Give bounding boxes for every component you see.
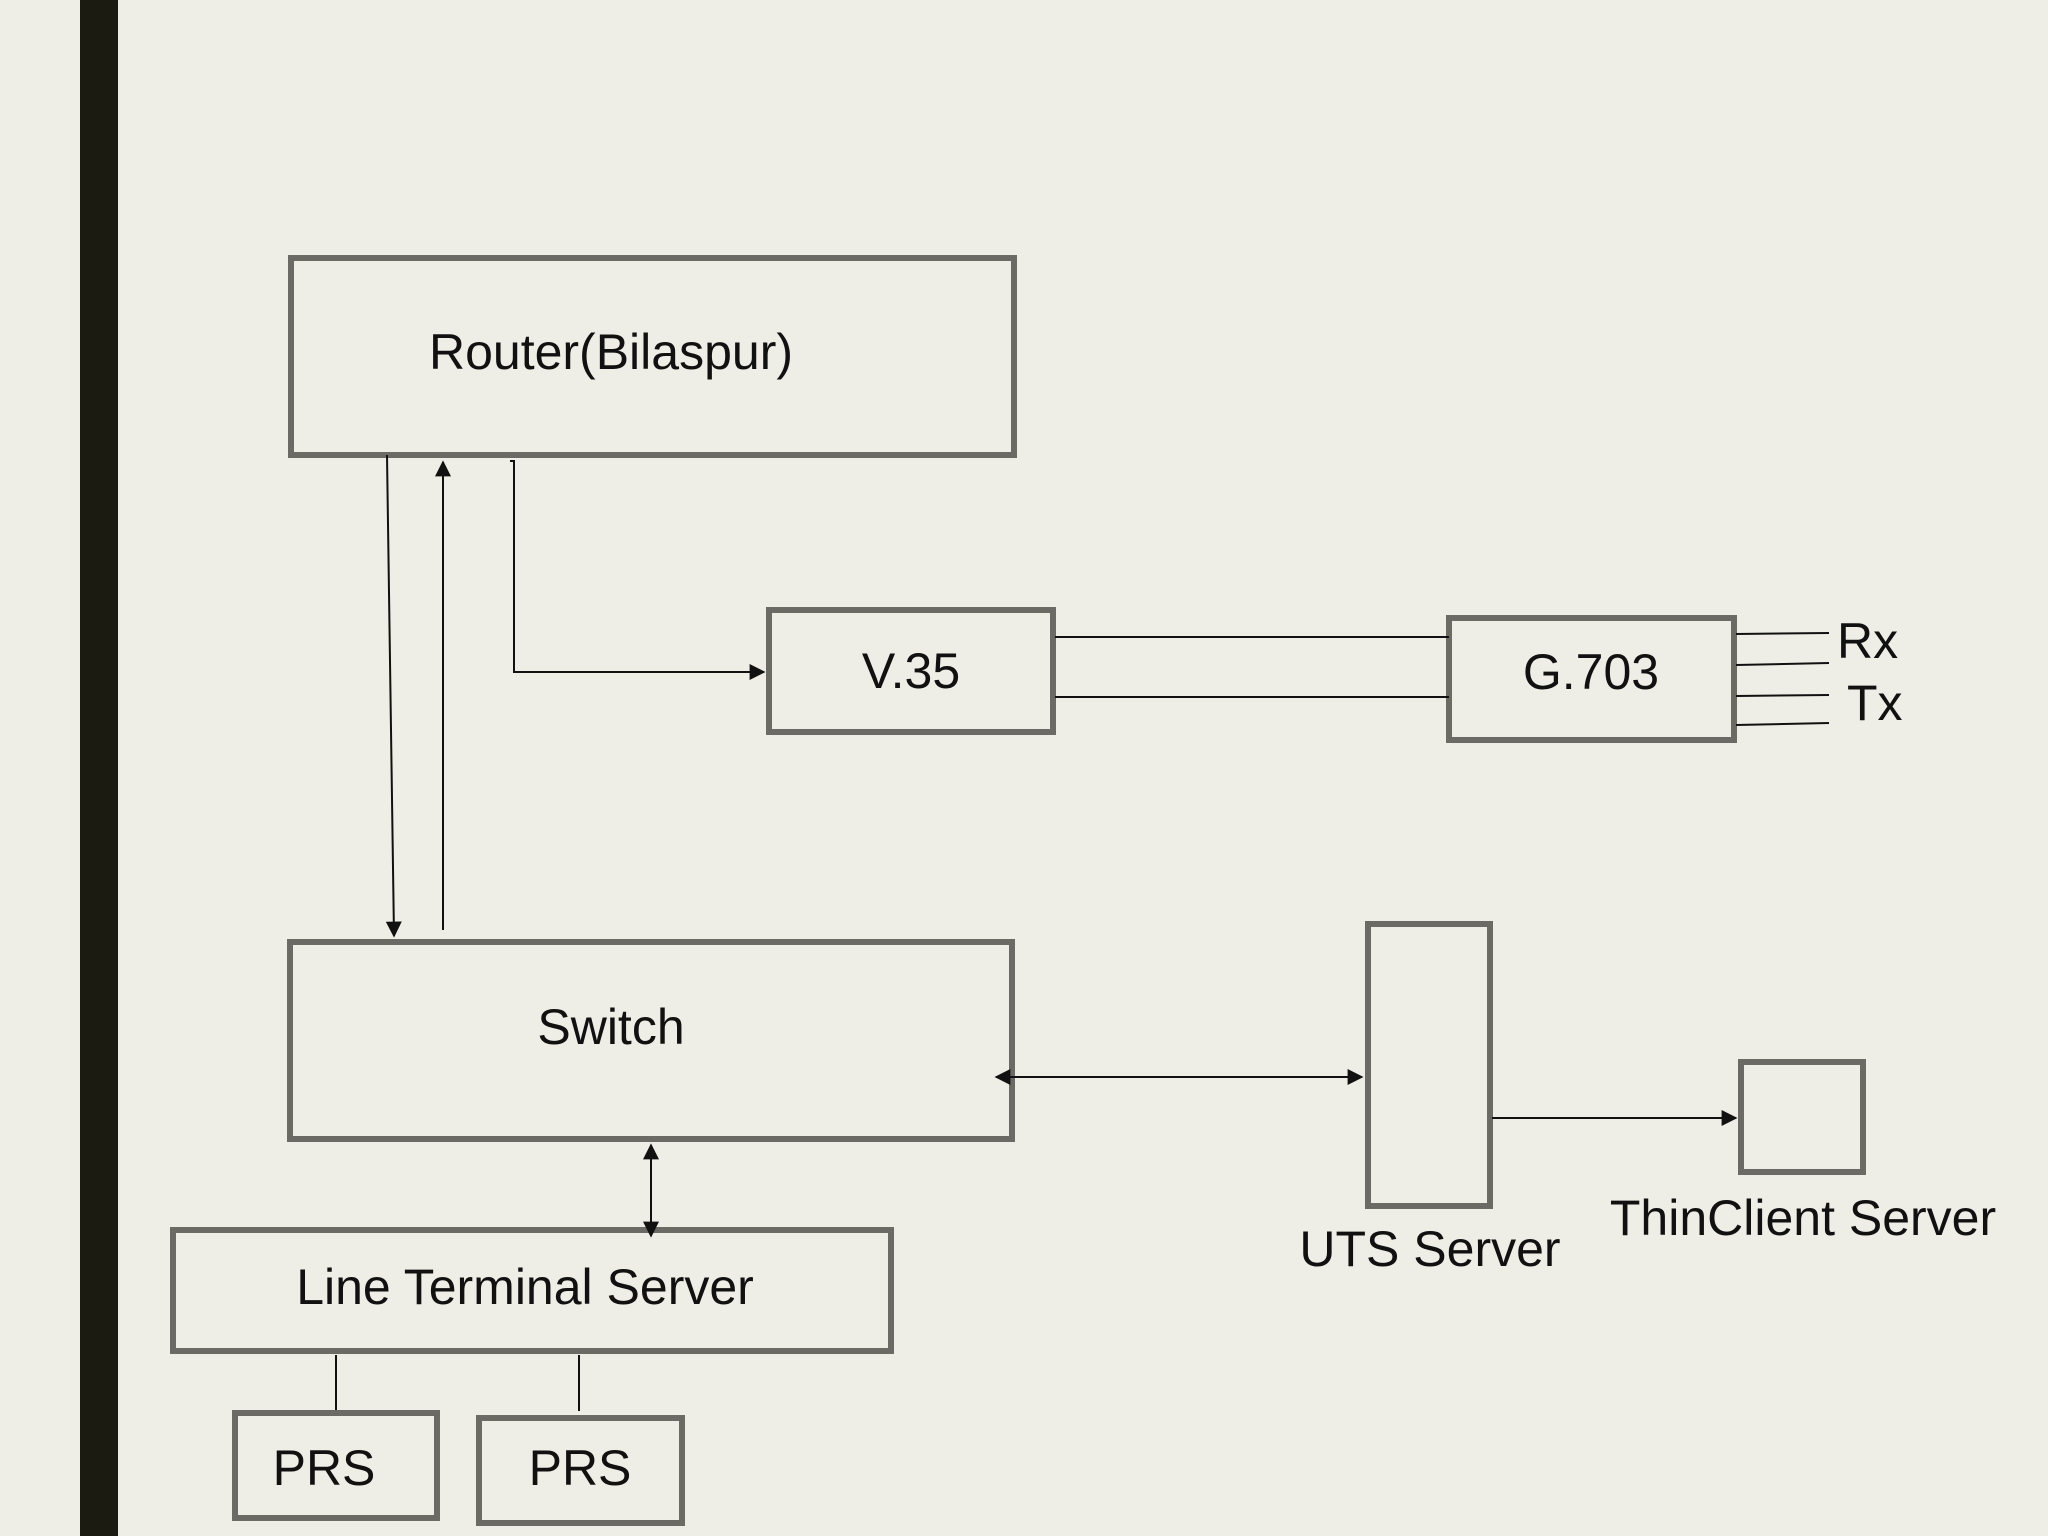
router-to-switch-arrow [385, 454, 402, 938]
prs-box-1 [232, 1410, 440, 1521]
thinclient-server-label: ThinClient Server [1610, 1190, 1996, 1246]
g703-tx-line-2 [1735, 722, 1830, 726]
switch-label: Switch [537, 999, 684, 1055]
router-box [288, 255, 1017, 458]
switch-box [287, 939, 1015, 1142]
router-to-v35-arrow [510, 460, 766, 680]
uts-server-box [1365, 921, 1493, 1209]
prs-label-1: PRS [273, 1440, 376, 1496]
v35-label: V.35 [862, 643, 960, 699]
left-accent-bar [80, 0, 118, 1536]
g703-rx-line-1 [1735, 632, 1830, 635]
g703-tx-line-1 [1735, 694, 1830, 697]
g703-box [1446, 615, 1737, 743]
router-label: Router(Bilaspur) [429, 324, 793, 380]
line-terminal-server-label: Line Terminal Server [296, 1259, 754, 1315]
g703-label: G.703 [1523, 644, 1659, 700]
g703-rx-line-2 [1735, 662, 1830, 666]
rx-label: Rx [1837, 613, 1898, 669]
tx-label: Tx [1847, 675, 1903, 731]
uts-server-label: UTS Server [1299, 1221, 1560, 1277]
prs-label-2: PRS [529, 1440, 632, 1496]
prs-box-2 [476, 1415, 685, 1526]
thinclient-server-box [1738, 1059, 1866, 1175]
v35-box [766, 607, 1056, 735]
line-terminal-server-box [170, 1227, 894, 1354]
